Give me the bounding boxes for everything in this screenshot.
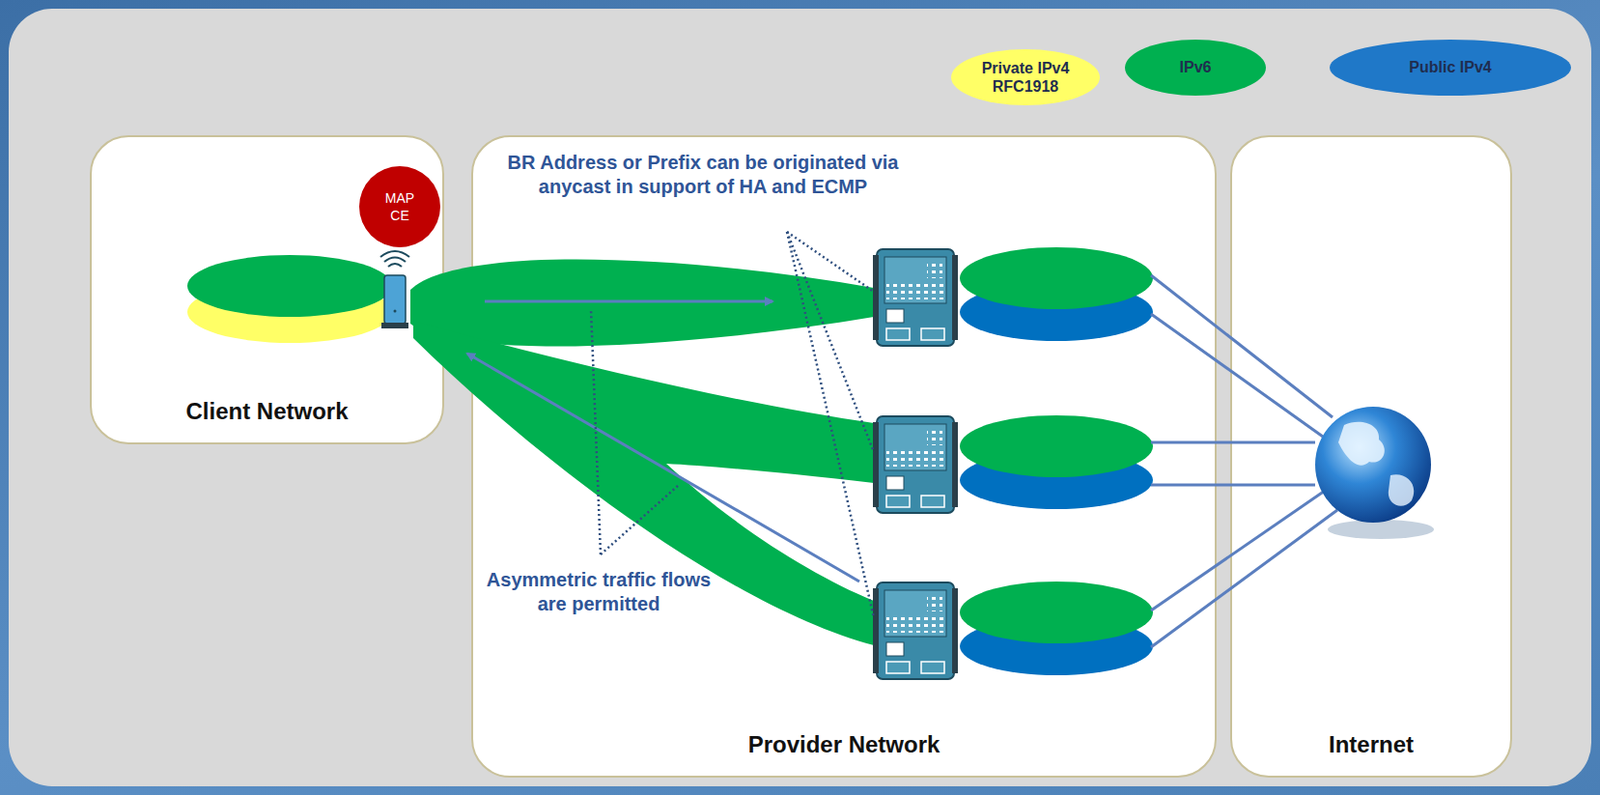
badge-label: MAP CE (375, 189, 424, 225)
callout-note: BR Address or Prefix can be originated v… (500, 150, 906, 199)
provider-network-box: Provider Network (471, 135, 1217, 778)
region-label: Internet (1328, 730, 1414, 758)
callout-note: Asymmetric traffic flows are permitted (477, 567, 720, 617)
internet-box: Internet (1230, 135, 1513, 778)
legend-swatch: Public IPv4 (1329, 39, 1572, 96)
legend-text: Public IPv4 (1408, 57, 1491, 77)
region-label: Provider Network (748, 730, 941, 758)
legend-swatch: Private IPv4 RFC1918 (951, 49, 1100, 106)
map-ce-badge: MAP CE (359, 166, 441, 248)
legend-text: Private IPv4 RFC1918 (970, 58, 1081, 96)
legend-swatch: IPv6 (1124, 39, 1266, 96)
legend-text: IPv6 (1179, 57, 1212, 77)
client-network-box: Client Network MAP CE (89, 135, 445, 445)
region-label: Client Network (185, 397, 348, 425)
